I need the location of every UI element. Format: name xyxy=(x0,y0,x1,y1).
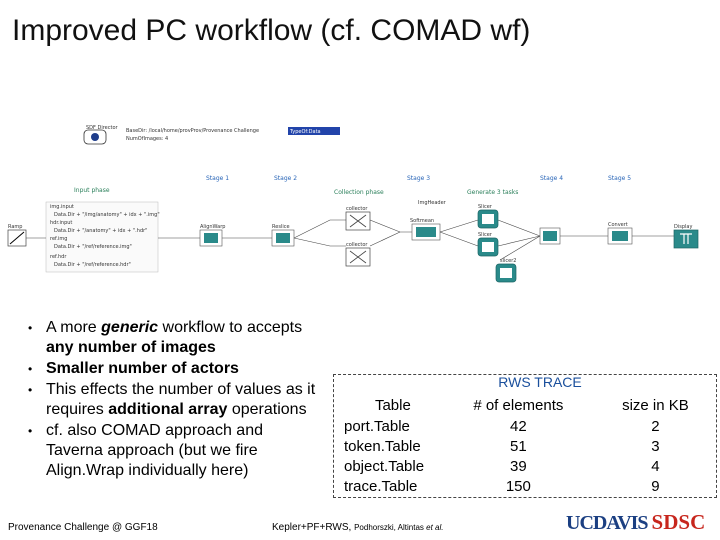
table-name-cell: port.Table xyxy=(344,417,410,435)
director-label: SDF Director xyxy=(86,125,119,131)
typeof-label: TypeOf:Data xyxy=(289,129,321,135)
table-row: port.Table 42 2 xyxy=(344,416,716,436)
size-cell: 2 xyxy=(651,417,660,435)
input-expressions: img.input Data.Dir + "/img/anatomy" + id… xyxy=(45,201,160,273)
svg-text:Data.Dir + "/ref/reference.hdr: Data.Dir + "/ref/reference.hdr" xyxy=(54,262,131,268)
stage-1-label: Stage 1 xyxy=(206,175,229,182)
imgheader-label: ImgHeader xyxy=(418,200,447,206)
elements-cell: 42 xyxy=(510,417,527,435)
size-cell: 9 xyxy=(651,477,660,495)
col-header-table: Table xyxy=(374,396,411,414)
slicer-b-actor[interactable] xyxy=(477,237,499,257)
bullet-text: cf. also COMAD approach and Taverna appr… xyxy=(46,422,263,479)
slicer-c-label: slicer2 xyxy=(500,258,516,264)
typeof-box xyxy=(288,127,340,135)
connections xyxy=(26,219,674,261)
bullet-list: • A more generic workflow to accepts any … xyxy=(28,318,318,482)
softmean-label: Softmean xyxy=(410,218,434,224)
input-phase-label: Input phase xyxy=(74,187,110,194)
generate-tasks-label: Generate 3 tasks xyxy=(467,189,518,196)
bullet-text: This effects the number of values as it … xyxy=(46,381,316,418)
table-name-cell: trace.Table xyxy=(344,477,418,495)
bullet-glyph: • xyxy=(28,362,33,376)
bullet-text: any number of images xyxy=(46,339,216,356)
sdf-director[interactable] xyxy=(83,129,107,145)
stage-4-label: Stage 4 xyxy=(540,175,563,182)
bullet-item: • A more generic workflow to accepts any … xyxy=(28,318,318,358)
stage4-actor[interactable] xyxy=(539,227,561,245)
svg-text:Data.Dir + "/img/anatomy" + id: Data.Dir + "/img/anatomy" + idx + ".img" xyxy=(54,212,160,218)
bullet-item: • cf. also COMAD approach and Taverna app… xyxy=(28,421,318,481)
footer-etal: et al. xyxy=(426,523,444,532)
footer-authors: Kepler+PF+RWS, Podhorszki, Altintas et a… xyxy=(272,522,443,533)
bullet-text: generic xyxy=(101,319,159,336)
elements-cell: 39 xyxy=(510,457,527,475)
collector-b-label: collector xyxy=(346,242,368,248)
slicer-a-actor[interactable] xyxy=(477,209,499,229)
rws-trace-title: RWS TRACE xyxy=(498,374,582,390)
convert-label: Convert xyxy=(608,222,628,228)
collector-a-actor[interactable] xyxy=(345,211,371,231)
display-label: Display xyxy=(674,224,692,230)
footer-prefix: Kepler+PF+RWS, xyxy=(272,522,352,533)
alignwarp-label: AlignWarp xyxy=(200,224,225,230)
alignwarp-actor[interactable] xyxy=(199,229,223,247)
sdsc-logo: SDSC xyxy=(651,510,706,534)
table-row: object.Table 39 4 xyxy=(344,456,716,476)
svg-text:img.input: img.input xyxy=(50,204,74,210)
col-header-elements: # of elements xyxy=(473,396,564,414)
stage-3-label: Stage 3 xyxy=(407,175,430,182)
svg-text:hdr.input: hdr.input xyxy=(50,220,72,226)
svg-text:ref.img: ref.img xyxy=(50,236,67,242)
slide-title: Improved PC workflow (cf. COMAD wf) xyxy=(12,14,531,47)
ramp-actor[interactable] xyxy=(7,229,27,247)
rws-table-header: Table # of elements size in KB xyxy=(344,394,716,416)
display-actor[interactable] xyxy=(673,229,699,249)
ramp-label: Ramp xyxy=(8,224,22,230)
elements-cell: 150 xyxy=(505,477,531,495)
param-basedir: BaseDir: /local/home/provProv/Provenance… xyxy=(126,128,259,134)
table-name-cell: token.Table xyxy=(344,437,421,455)
reslice-label: Reslice xyxy=(272,224,290,230)
bullet-text: A more xyxy=(46,319,102,336)
bullet-text: additional array xyxy=(108,401,228,418)
softmean-actor[interactable] xyxy=(411,223,441,241)
size-cell: 3 xyxy=(651,437,660,455)
svg-text:Data.Dir + "/anatomy" + idx +: Data.Dir + "/anatomy" + idx + ".hdr" xyxy=(54,228,147,234)
bullet-text: Smaller number of actors xyxy=(46,360,239,377)
size-cell: 4 xyxy=(651,457,660,475)
svg-text:ref.hdr: ref.hdr xyxy=(50,254,67,260)
ucdavis-logo: UCDAVIS xyxy=(566,512,649,534)
convert-actor[interactable] xyxy=(607,227,633,245)
elements-cell: 51 xyxy=(510,437,527,455)
bullet-glyph: • xyxy=(28,321,33,335)
bullet-item: • Smaller number of actors xyxy=(28,359,318,379)
svg-text:Data.Dir + "/ref/reference.img: Data.Dir + "/ref/reference.img" xyxy=(54,244,132,250)
collector-b-actor[interactable] xyxy=(345,247,371,267)
stage-5-label: Stage 5 xyxy=(608,175,631,182)
col-header-size: size in KB xyxy=(622,396,689,414)
collector-a-label: collector xyxy=(346,206,368,212)
footer-names: Podhorszki, Altintas xyxy=(354,523,427,532)
slicer-b-label: Slicer xyxy=(478,232,493,238)
table-row: token.Table 51 3 xyxy=(344,436,716,456)
bullet-text: operations xyxy=(227,401,307,418)
table-name-cell: object.Table xyxy=(344,457,425,475)
collection-phase-label: Collection phase xyxy=(334,189,384,196)
footer-event: Provenance Challenge @ GGF18 xyxy=(8,522,158,533)
bullet-text: workflow to accepts xyxy=(158,319,303,336)
param-numimages: NumOfImages: 4 xyxy=(126,136,168,142)
bullet-glyph: • xyxy=(28,424,33,438)
workflow-diagram: SDF Director BaseDir: /local/home/provPr… xyxy=(7,125,699,283)
bullet-item: • This effects the number of values as it… xyxy=(28,380,318,420)
stage-2-label: Stage 2 xyxy=(274,175,297,182)
reslice-actor[interactable] xyxy=(271,229,295,247)
bullet-glyph: • xyxy=(28,383,33,397)
rws-trace-table: Table # of elements size in KB port.Tabl… xyxy=(344,394,716,496)
rws-trace-panel: RWS TRACE Table # of elements size in KB… xyxy=(333,374,717,498)
slicer-a-label: Slicer xyxy=(478,204,493,210)
table-row: trace.Table 150 9 xyxy=(344,476,716,496)
slicer-c-actor[interactable] xyxy=(495,263,517,283)
